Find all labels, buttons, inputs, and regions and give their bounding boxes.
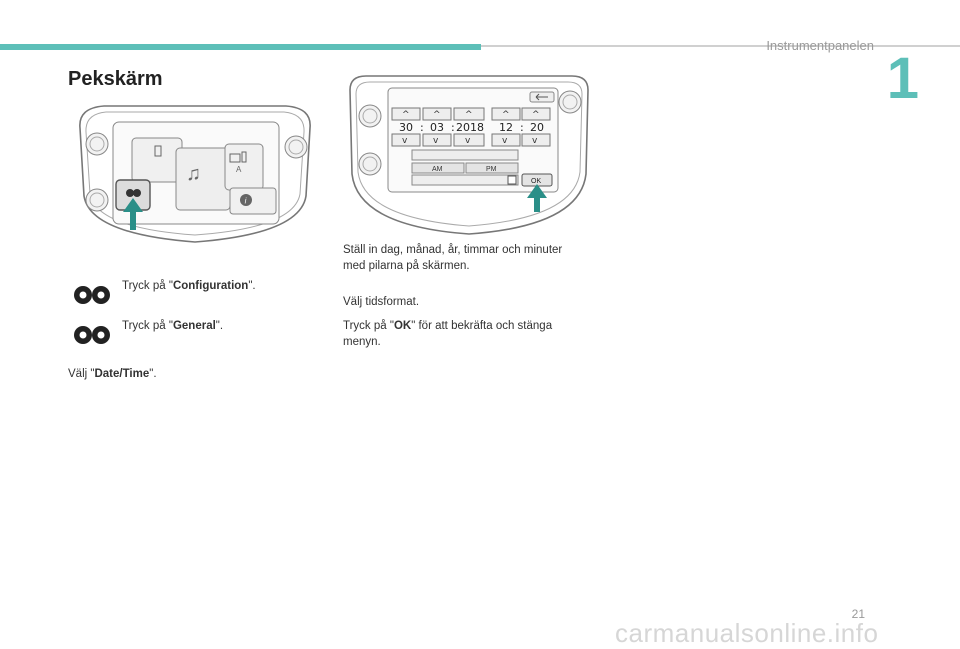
down-arrow-icon: v [433, 136, 439, 146]
section-name: Instrumentpanelen [766, 38, 874, 53]
knob-icon [358, 104, 382, 128]
back-icon [529, 91, 555, 103]
minute-value: 20 [530, 121, 544, 134]
svg-text:i: i [245, 197, 247, 206]
separator: : [420, 121, 424, 134]
down-arrow-icon: v [402, 136, 408, 146]
separator: : [451, 121, 455, 134]
vehicle-settings-icon: A [229, 151, 247, 174]
page-number: 21 [851, 607, 865, 621]
svg-text:A: A [236, 165, 242, 174]
info-icon: i [240, 194, 252, 206]
knob-icon [358, 152, 382, 176]
datetime-settings-illustration: ^ ^ ^ ^ ^ v v v v v 30 : 03 : 2018 12 : … [349, 75, 589, 235]
page-title: Pekskärm [68, 68, 163, 90]
chapter-number: 1 [886, 46, 919, 111]
knob-icon [85, 132, 109, 156]
month-value: 03 [430, 121, 444, 134]
knob-icon [85, 188, 109, 212]
header-rule [481, 45, 960, 47]
step-datetime: Välj "Date/Time". [68, 368, 157, 380]
am-button: AM [432, 166, 443, 173]
configuration-gear-icon [74, 286, 110, 304]
pointer-arrow [123, 198, 143, 230]
up-arrow-icon: ^ [402, 110, 410, 120]
step-time-format: Välj tidsformat. [343, 296, 420, 308]
day-value: 30 [399, 121, 413, 134]
header-accent-bar [0, 44, 481, 50]
down-arrow-icon: v [532, 136, 538, 146]
pm-button: PM [486, 166, 497, 173]
knob-icon [284, 135, 308, 159]
phone-icon [154, 145, 162, 157]
down-arrow-icon: v [502, 136, 508, 146]
up-arrow-icon: ^ [532, 110, 540, 120]
watermark: carmanualsonline.info [615, 618, 879, 648]
step-confirm-ok: Tryck på "OK" för att bekräfta och stäng… [343, 320, 553, 348]
step-general: Tryck på "General". [122, 320, 224, 332]
up-arrow-icon: ^ [433, 110, 441, 120]
touchscreen-home-illustration: ♫ A i [79, 105, 311, 243]
hour-value: 12 [499, 121, 513, 134]
ok-button: OK [531, 178, 541, 185]
configuration-gear-icon [126, 189, 141, 197]
up-arrow-icon: ^ [465, 110, 473, 120]
knob-icon [558, 90, 582, 114]
up-arrow-icon: ^ [502, 110, 510, 120]
checkbox [507, 175, 517, 185]
music-icon: ♫ [186, 163, 201, 185]
pointer-arrow [527, 184, 547, 212]
year-value: 2018 [456, 121, 484, 134]
step-configuration: Tryck på "Configuration". [122, 280, 256, 292]
step-set-date-time: Ställ in dag, månad, år, timmar och minu… [343, 244, 563, 272]
down-arrow-icon: v [465, 136, 471, 146]
separator: : [520, 121, 524, 134]
general-gear-icon [74, 326, 110, 344]
